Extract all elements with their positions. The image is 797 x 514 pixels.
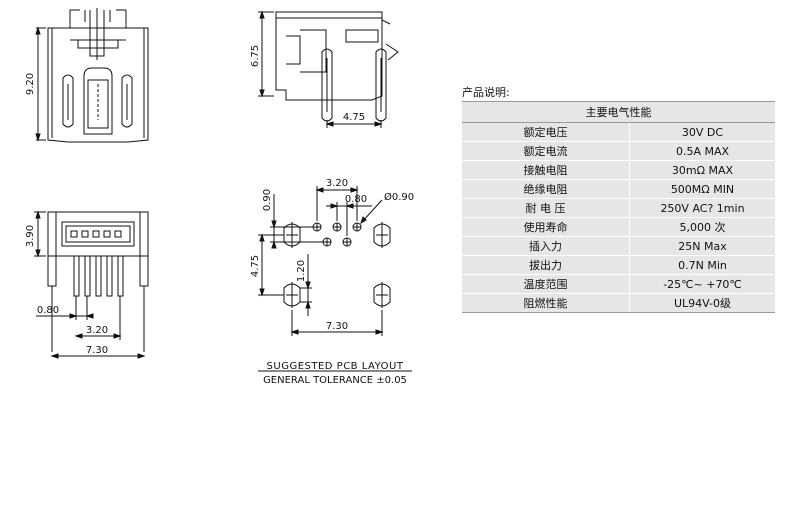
spec-key: 额定电流	[462, 141, 630, 161]
spec-key: 绝缘电阻	[462, 179, 630, 199]
spec-value: 0.5A MAX	[629, 141, 775, 161]
dim-pcb-pin-span: 3.20	[326, 178, 348, 189]
dim-bottom-pin-offset: 0.80	[37, 305, 59, 316]
spec-header-row: 主要电气性能	[462, 101, 775, 123]
pcb-layout	[258, 186, 412, 372]
spec-key: 阻燃性能	[462, 293, 630, 313]
spec-key: 额定电压	[462, 122, 630, 142]
dim-pcb-pin-pitch: 0.80	[345, 194, 367, 205]
dim-side-width: 4.75	[343, 112, 365, 123]
dim-pcb-hole-dia: Ø0.90	[384, 191, 414, 203]
bottom-view	[34, 210, 149, 359]
spec-key: 拔出力	[462, 255, 630, 275]
side-view	[258, 10, 399, 128]
pcb-layout-title: SUGGESTED PCB LAYOUT	[267, 361, 404, 372]
dim-pcb-slot-spacing: 4.75	[250, 255, 261, 277]
dim-bottom-height: 3.90	[25, 225, 36, 247]
spec-value: 5,000 次	[629, 217, 775, 237]
spec-value: 500MΩ MIN	[629, 179, 775, 199]
spec-value: 250V AC? 1min	[629, 198, 775, 218]
spec-caption: 产品说明:	[462, 86, 510, 99]
dim-bottom-width: 7.30	[86, 345, 108, 356]
dim-pcb-slot-length: 1.20	[296, 260, 307, 282]
dim-side-height: 6.75	[250, 45, 261, 67]
table-row: 温度范围-25℃~ +70℃	[462, 274, 775, 294]
spec-key: 接触电阻	[462, 160, 630, 180]
spec-key: 插入力	[462, 236, 630, 256]
spec-value: 30V DC	[629, 122, 775, 142]
spec-key: 温度范围	[462, 274, 630, 294]
spec-key: 使用寿命	[462, 217, 630, 237]
spec-value: 30mΩ MAX	[629, 160, 775, 180]
general-tolerance-note: GENERAL TOLERANCE ±0.05	[263, 375, 407, 386]
dim-pcb-width: 7.30	[326, 321, 348, 332]
dim-pcb-row-offset: 0.90	[262, 189, 273, 211]
spec-value: -25℃~ +70℃	[629, 274, 775, 294]
spec-value: 0.7N Min	[629, 255, 775, 275]
spec-header: 主要电气性能	[462, 101, 775, 123]
dim-bottom-pin-span: 3.20	[86, 325, 108, 336]
spec-value: UL94V-0级	[629, 293, 775, 313]
spec-value: 25N Max	[629, 236, 775, 256]
spec-key: 耐 电 压	[462, 198, 630, 218]
dim-front-height: 9.20	[25, 73, 36, 95]
front-view	[35, 8, 149, 143]
